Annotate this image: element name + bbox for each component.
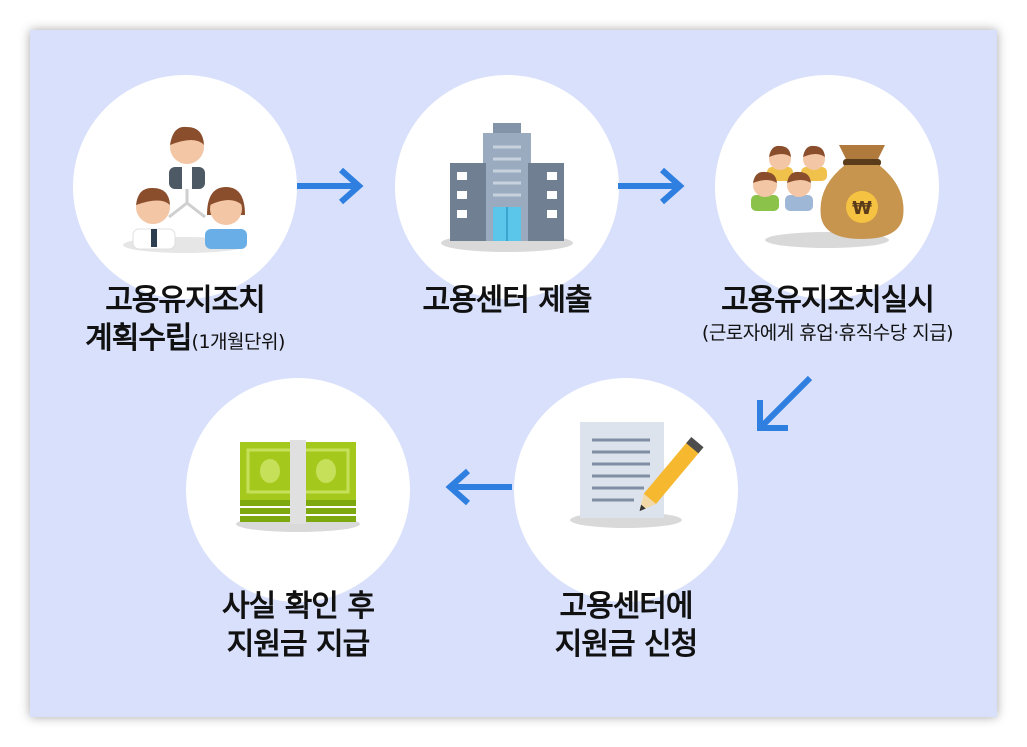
step-1-title-line2-text: 계획수립 [85, 321, 192, 356]
step-5-label: 사실 확인 후 지원금 지급 [148, 588, 448, 664]
step-3-title: 고용유지조치실시 [721, 283, 935, 318]
cash-bundle-icon [236, 440, 360, 532]
document-pencil-icon [570, 422, 704, 528]
svg-text:₩: ₩ [852, 198, 872, 219]
arrow-left [445, 468, 512, 506]
office-building-icon [441, 123, 573, 252]
step-3-subtitle: (근로자에게 휴업·휴직수당 지급) [701, 322, 954, 344]
step-4-title-line2: 지원금 신청 [554, 627, 698, 662]
step-1-circle [73, 75, 297, 299]
step-4-label: 고용센터에 지원금 신청 [476, 588, 776, 664]
step-5-title-line1: 사실 확인 후 [222, 589, 375, 624]
step-2-title: 고용센터 제출 [422, 283, 592, 318]
step-1-title-line2: 계획수립(1개월단위) [40, 320, 330, 361]
step-1-title-suffix: (1개월단위) [191, 331, 286, 353]
step-5-circle [186, 378, 410, 602]
step-3-circle: ₩ [715, 75, 939, 299]
step-2-circle [395, 75, 619, 299]
step-3-label: 고용유지조치실시 (근로자에게 휴업·휴직수당 지급) [655, 282, 1000, 346]
arrow-down-left [757, 375, 813, 431]
team-hierarchy-icon [123, 126, 247, 253]
arrow-right-1 [297, 167, 364, 205]
step-1-title-line1: 고용유지조치 [105, 283, 266, 318]
step-4-title-line1: 고용센터에 [559, 589, 694, 624]
arrow-right-2 [618, 167, 685, 205]
step-4-circle [514, 378, 738, 602]
won-money-bag-icon: ₩ [751, 145, 904, 248]
step-2-label: 고용센터 제출 [357, 282, 657, 320]
step-1-label: 고용유지조치 계획수립(1개월단위) [40, 282, 330, 361]
step-5-title-line2: 지원금 지급 [226, 627, 370, 662]
